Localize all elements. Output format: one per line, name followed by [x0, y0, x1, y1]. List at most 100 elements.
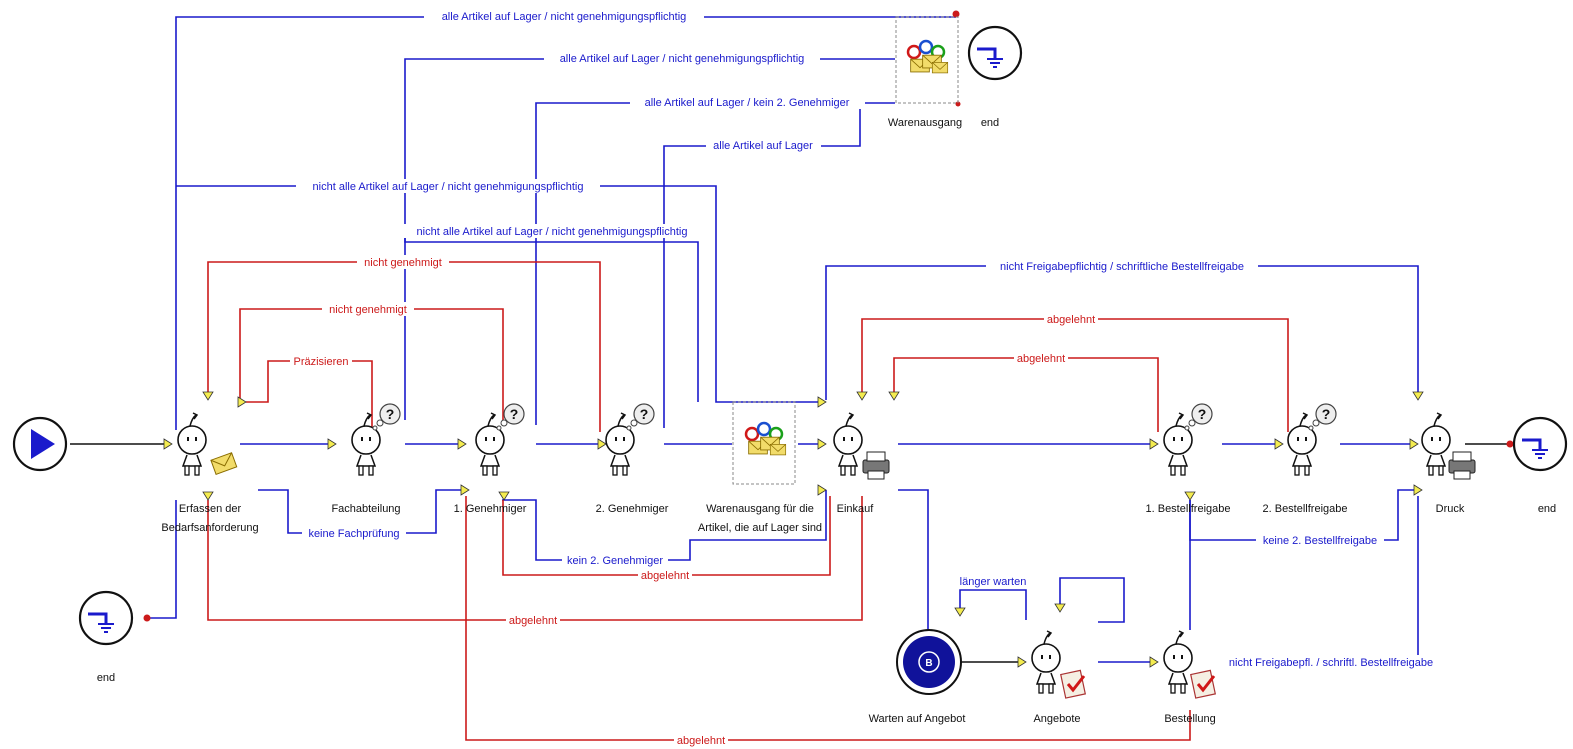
edge-label: abgelehnt: [677, 735, 725, 747]
node-label: Druck: [1436, 503, 1465, 515]
edge-line-abgelehnt-bf2: [861, 318, 1289, 432]
node-1-genehmiger[interactable]: 1. Genehmiger: [454, 403, 527, 515]
node-warenausgang[interactable]: Warenausgang: [888, 16, 962, 129]
node-label: end: [1538, 503, 1556, 515]
node-label: Artikel, die auf Lager sind: [698, 522, 822, 534]
edge-label: kein 2. Genehmiger: [567, 555, 663, 567]
node-einkauf[interactable]: Einkauf: [833, 412, 890, 515]
start-node[interactable]: [12, 416, 68, 472]
edge-line-angebote-loop: [1059, 577, 1125, 623]
node-label: Einkauf: [837, 503, 875, 515]
edge-label: abgelehnt: [641, 570, 689, 582]
edge-label: Präzisieren: [293, 356, 348, 368]
node-warenausgang-lager[interactable]: Warenausgang für die Artikel, die auf La…: [698, 401, 822, 534]
edge-label: abgelehnt: [509, 615, 557, 627]
edge-line-alle-lager-1: [175, 16, 956, 430]
question-bubble-icon: [626, 403, 655, 431]
wait-symbol: B: [925, 658, 932, 669]
node-end-left[interactable]: end: [78, 590, 134, 684]
envelope-icon: [210, 452, 238, 475]
person-icon: [351, 412, 381, 476]
edge-label: keine Fachprüfung: [308, 528, 399, 540]
selection-box: [895, 16, 959, 104]
node-warten-auf-angebot[interactable]: B Warten auf Angebot: [869, 629, 966, 725]
person-icon: [1287, 412, 1317, 476]
question-bubble-icon: [1308, 403, 1337, 431]
edge-line-nicht-genehmigt-1: [207, 261, 601, 432]
node-label: end: [97, 672, 115, 684]
node-bestellung[interactable]: Bestellung: [1163, 630, 1217, 725]
node-label: Warten auf Angebot: [869, 713, 966, 725]
wait-inner-ring: [918, 651, 940, 673]
node-label: Warenausgang: [888, 117, 962, 129]
connector-markers: [143, 10, 1514, 668]
edge-label: nicht genehmigt: [364, 257, 442, 269]
person-icon: [1421, 412, 1451, 476]
edge-label: nicht alle Artikel auf Lager / nicht gen…: [313, 181, 584, 193]
question-bubble-icon: [372, 403, 401, 431]
edge-line-erfassen-end: [150, 500, 177, 619]
person-icon: [833, 412, 863, 476]
printer-icon: [1448, 451, 1476, 480]
document-check-icon: [1059, 668, 1087, 700]
edge-label: nicht genehmigt: [329, 304, 407, 316]
edge-label: alle Artikel auf Lager / nicht genehmigu…: [442, 11, 687, 23]
node-label: end: [981, 117, 999, 129]
question-bubble-icon: [496, 403, 525, 431]
node-label: 1. Genehmiger: [454, 503, 527, 515]
edge-line-laenger-warten: [959, 589, 1027, 620]
edge-label: abgelehnt: [1047, 314, 1095, 326]
node-2-genehmiger[interactable]: 2. Genehmiger: [596, 403, 669, 515]
edge-label: alle Artikel auf Lager / nicht genehmigu…: [560, 53, 805, 65]
edge-label: nicht alle Artikel auf Lager / nicht gen…: [417, 226, 688, 238]
node-label: 1. Bestellfreigabe: [1146, 503, 1231, 515]
node-label: Warenausgang für die: [706, 503, 814, 515]
node-angebote[interactable]: Angebote: [1031, 630, 1087, 725]
person-icon: [475, 412, 505, 476]
mail-cluster-icon: [908, 41, 948, 73]
wait-icon: [903, 636, 955, 688]
edge-line-abgelehnt-bestellung: [465, 496, 1191, 741]
node-end-right[interactable]: end: [1512, 416, 1568, 515]
printer-icon: [862, 451, 890, 480]
person-icon: [177, 412, 207, 476]
node-label: 2. Bestellfreigabe: [1263, 503, 1348, 515]
edge-label: alle Artikel auf Lager: [713, 140, 813, 152]
node-fachabteilung[interactable]: Fachabteilung: [331, 403, 401, 515]
node-druck[interactable]: Druck: [1421, 412, 1476, 515]
edge-line-kein-2-genehmiger: [502, 490, 827, 561]
edge-labels: alle Artikel auf Lager / nicht genehmigu…: [290, 9, 1442, 747]
edge-line-keine-2-bestellfreigabe: [1189, 489, 1416, 541]
node-label: Bedarfsanforderung: [161, 522, 258, 534]
edge-label: abgelehnt: [1017, 353, 1065, 365]
edge-line-bestellung-druck: [1228, 496, 1419, 663]
node-2-bestellfreigabe[interactable]: 2. Bestellfreigabe: [1263, 403, 1348, 515]
person-icon: [1163, 412, 1193, 476]
node-label: Erfassen der: [179, 503, 242, 515]
edge-line-praezisieren: [246, 360, 373, 432]
document-check-icon: [1189, 668, 1217, 700]
edge-line-nicht-freigabe: [825, 265, 1419, 400]
edge-label: nicht Freigabepfl. / schriftl. Bestellfr…: [1229, 657, 1433, 669]
node-1-bestellfreigabe[interactable]: 1. Bestellfreigabe: [1146, 403, 1231, 515]
edge-label: keine 2. Bestellfreigabe: [1263, 535, 1377, 547]
node-erfassen-bedarfsanforderung[interactable]: Erfassen der Bedarfsanforderung: [161, 412, 259, 534]
selection-box: [732, 401, 796, 485]
node-label: Angebote: [1033, 713, 1080, 725]
mail-cluster-icon: [746, 423, 786, 455]
person-icon: [1163, 630, 1193, 694]
person-icon: [1031, 630, 1061, 694]
node-label: 2. Genehmiger: [596, 503, 669, 515]
person-icon: [605, 412, 635, 476]
node-end-top[interactable]: end: [967, 25, 1023, 129]
question-bubble-icon: [1184, 403, 1213, 431]
edge-line-nicht-alle-1: [176, 185, 820, 403]
edge-line-alle-lager-2: [404, 58, 895, 420]
edge-line-abgelehnt-bf1: [893, 357, 1159, 432]
end-icon: [967, 25, 1023, 81]
edge-line-einkauf-warten: [898, 489, 929, 640]
edge-label: nicht Freigabepflichtig / schriftliche B…: [1000, 261, 1244, 273]
end-icon: [1512, 416, 1568, 472]
node-label: Fachabteilung: [331, 503, 400, 515]
